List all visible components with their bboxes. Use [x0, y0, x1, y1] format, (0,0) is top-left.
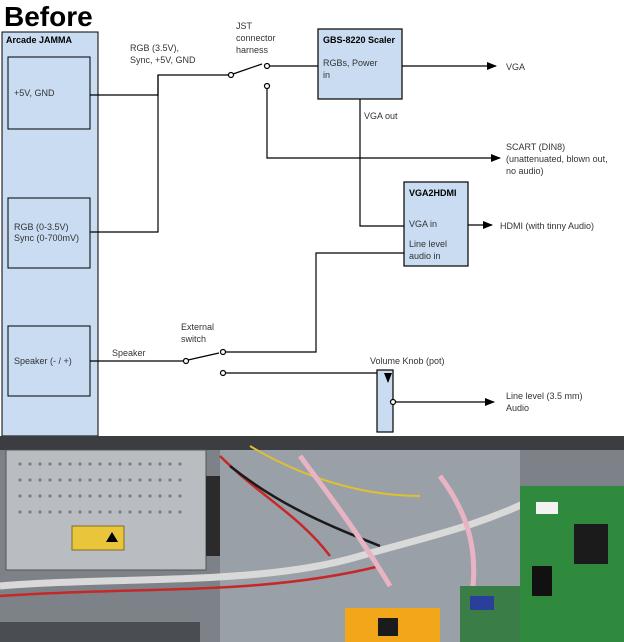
wiring-diagram: Before Arcade JAMMA +5V, GND RGB (0-3.5V…: [1, 1, 608, 436]
label-vga-out: VGA out: [364, 111, 398, 121]
jamma-power-box: [7, 56, 91, 130]
jamma-rgb-box: [7, 197, 91, 269]
output-scart-2: (unattenuated, blown out,: [506, 154, 608, 164]
jamma-panel-box: [1, 31, 99, 436]
power-supply-unit: [5, 449, 207, 571]
output-scart-1: SCART (DIN8): [506, 142, 565, 152]
vga2hdmi-box: VGA2HDMI VGA in Line level audio in: [403, 181, 469, 267]
vga2hdmi-vga-in: VGA in: [409, 219, 437, 229]
hardware-photo-illustration: [0, 436, 624, 642]
output-hdmi: HDMI (with tinny Audio): [500, 221, 594, 231]
wire-switch-to-vga2hdmi: [226, 252, 404, 353]
jamma-power-label: +5V, GND: [14, 88, 55, 98]
caution-sticker: [71, 525, 125, 551]
label-jst-2: connector: [236, 33, 276, 43]
jamma-rgb-label-2: Sync (0-700mV): [14, 233, 79, 243]
gbs-title: GBS-8220 Scaler: [323, 35, 396, 45]
output-line-level-2: Audio: [506, 403, 529, 413]
label-ext-switch-1: External: [181, 322, 214, 332]
wire-gbs-vga-out: [359, 99, 404, 227]
volume-knob: Volume Knob (pot): [370, 356, 445, 433]
wire-rgb-to-jst: [90, 75, 159, 233]
label-volume-knob: Volume Knob (pot): [370, 356, 445, 366]
output-vga: VGA: [506, 62, 525, 72]
hardware-photo: [0, 436, 624, 642]
output-line-level-1: Line level (3.5 mm): [506, 391, 583, 401]
label-jst-3: harness: [236, 45, 269, 55]
page-title: Before: [4, 1, 93, 32]
label-ext-switch-2: switch: [181, 334, 206, 344]
vga2hdmi-line-level-2: audio in: [409, 251, 441, 261]
gbs-label-1: RGBs, Power: [323, 58, 378, 68]
audio-pcb: [345, 608, 440, 642]
gbs-label-2: in: [323, 70, 330, 80]
label-speaker: Speaker: [112, 348, 146, 358]
external-switch: External switch: [181, 322, 227, 377]
arcade-jamma-panel: Arcade JAMMA +5V, GND RGB (0-3.5V) Sync …: [1, 31, 99, 436]
vga2hdmi-line-level-1: Line level: [409, 239, 447, 249]
wire-power-to-jst: [90, 74, 228, 96]
output-scart-3: no audio): [506, 166, 544, 176]
label-rgb-sync-1: RGB (3.5V),: [130, 43, 179, 53]
jamma-speaker-label: Speaker (- / +): [14, 356, 72, 366]
gbs-scaler-box: GBS-8220 Scaler RGBs, Power in: [317, 28, 403, 100]
scaler-pcb: [520, 486, 624, 642]
vga2hdmi-title: VGA2HDMI: [409, 188, 457, 198]
jamma-rgb-label-1: RGB (0-3.5V): [14, 222, 69, 232]
jst-connector-switch: JST connector harness: [227, 21, 276, 90]
wire-jst-to-scart: [266, 89, 501, 162]
label-jst-1: JST: [236, 21, 253, 31]
label-rgb-sync-2: Sync, +5V, GND: [130, 55, 196, 65]
jamma-title: Arcade JAMMA: [6, 35, 73, 45]
